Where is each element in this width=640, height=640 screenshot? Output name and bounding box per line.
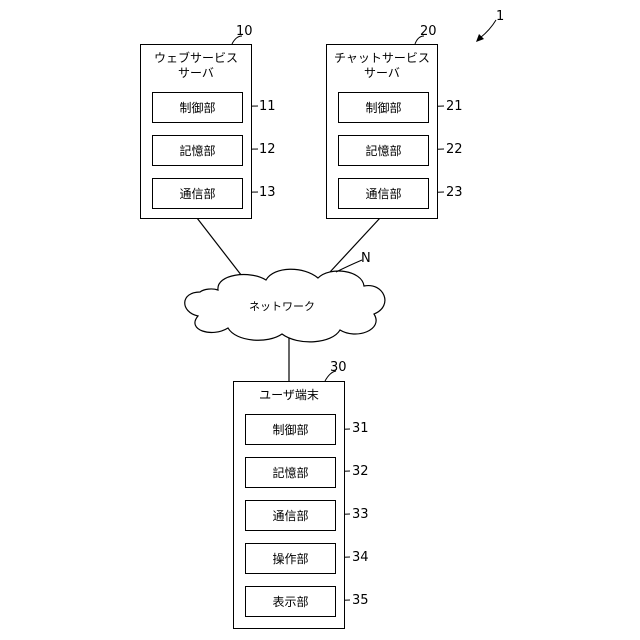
system-ref: 1 [496, 9, 504, 24]
user-terminal-module-control: 制御部 [245, 414, 336, 445]
web-server-title-line1: ウェブサービス [141, 51, 251, 66]
chat-server-module-control: 制御部 [338, 92, 429, 123]
user-terminal-box: ユーザ端末 制御部 記憶部 通信部 操作部 表示部 [233, 381, 345, 629]
user-terminal-module-ref-35: 35 [352, 593, 369, 608]
web-server-title-line2: サーバ [141, 66, 251, 81]
user-terminal-module-display: 表示部 [245, 586, 336, 617]
link-web-server-network [197, 218, 245, 280]
chat-server-title-line1: チャットサービス [327, 51, 437, 66]
user-terminal-module-ref-31: 31 [352, 421, 369, 436]
user-terminal-module-communication: 通信部 [245, 500, 336, 531]
chat-server-box: チャットサービス サーバ 制御部 記憶部 通信部 [326, 44, 438, 219]
chat-server-module-ref-23: 23 [446, 185, 463, 200]
web-server-module-ref-13: 13 [259, 185, 276, 200]
chat-server-ref: 20 [420, 24, 437, 39]
chat-server-module-ref-21: 21 [446, 99, 463, 114]
user-terminal-module-ref-33: 33 [352, 507, 369, 522]
user-terminal-module-ref-34: 34 [352, 550, 369, 565]
web-server-ref: 10 [236, 24, 253, 39]
network-ref: N [361, 251, 371, 266]
user-terminal-title: ユーザ端末 [234, 388, 344, 403]
chat-server-module-storage: 記憶部 [338, 135, 429, 166]
user-terminal-module-ref-32: 32 [352, 464, 369, 479]
leader-system [480, 20, 496, 38]
web-server-module-ref-11: 11 [259, 99, 276, 114]
web-server-module-ref-12: 12 [259, 142, 276, 157]
web-server-box: ウェブサービス サーバ 制御部 記憶部 通信部 [140, 44, 252, 219]
chat-server-module-communication: 通信部 [338, 178, 429, 209]
user-terminal-module-storage: 記憶部 [245, 457, 336, 488]
web-server-module-communication: 通信部 [152, 178, 243, 209]
chat-server-module-ref-22: 22 [446, 142, 463, 157]
web-server-module-storage: 記憶部 [152, 135, 243, 166]
network-label: ネットワーク [249, 298, 315, 314]
link-chat-server-network [330, 218, 380, 272]
chat-server-title-line2: サーバ [327, 66, 437, 81]
user-terminal-ref: 30 [330, 360, 347, 375]
user-terminal-module-operation: 操作部 [245, 543, 336, 574]
web-server-module-control: 制御部 [152, 92, 243, 123]
